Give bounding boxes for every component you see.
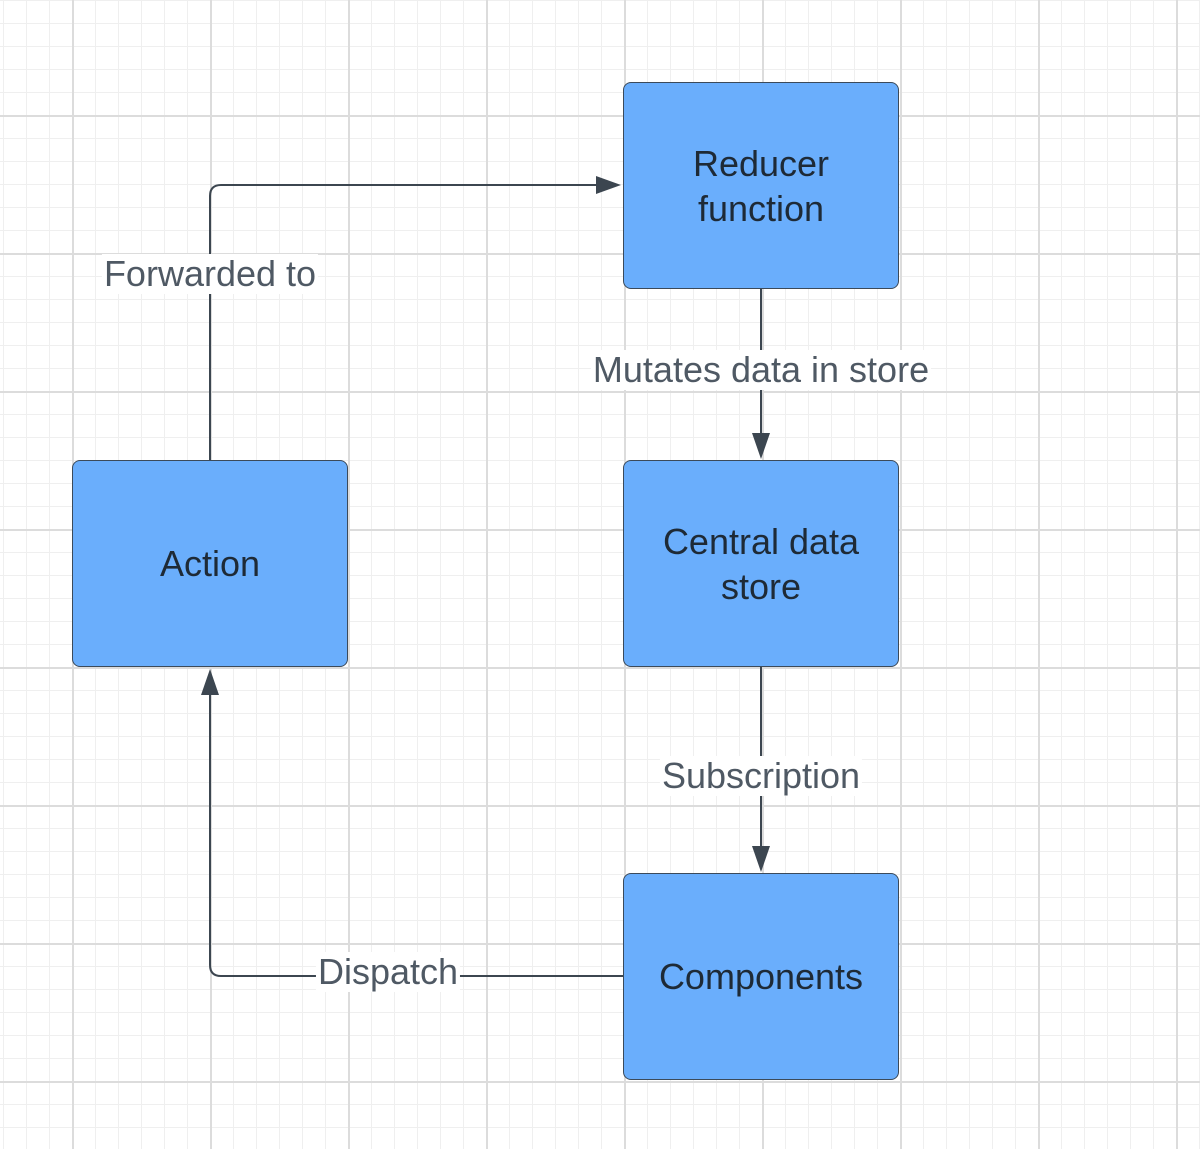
node-components-label: Components: [658, 956, 864, 997]
node-action-label: Action: [159, 543, 261, 584]
node-central-data-store[interactable]: Central data store: [623, 460, 899, 667]
edge-dispatch-arrowhead: [201, 669, 219, 695]
node-reducer-label: Reducer function: [692, 142, 830, 229]
node-store-label: Central data store: [662, 520, 860, 607]
edge-label-subscription: Subscription: [659, 755, 863, 796]
edge-label-forwarded-to: Forwarded to: [101, 253, 319, 294]
edge-mutates-arrowhead: [752, 433, 770, 459]
edge-label-mutates-data: Mutates data in store: [590, 349, 932, 390]
node-components[interactable]: Components: [623, 873, 899, 1080]
edge-subscription-arrowhead: [752, 846, 770, 872]
edge-label-dispatch: Dispatch: [315, 951, 461, 992]
edge-forwarded-line: [209, 184, 598, 461]
node-reducer-function[interactable]: Reducer function: [623, 82, 899, 289]
node-action[interactable]: Action: [72, 460, 348, 667]
edge-forwarded-arrowhead: [596, 176, 621, 194]
edge-dispatch-line: [209, 692, 623, 977]
